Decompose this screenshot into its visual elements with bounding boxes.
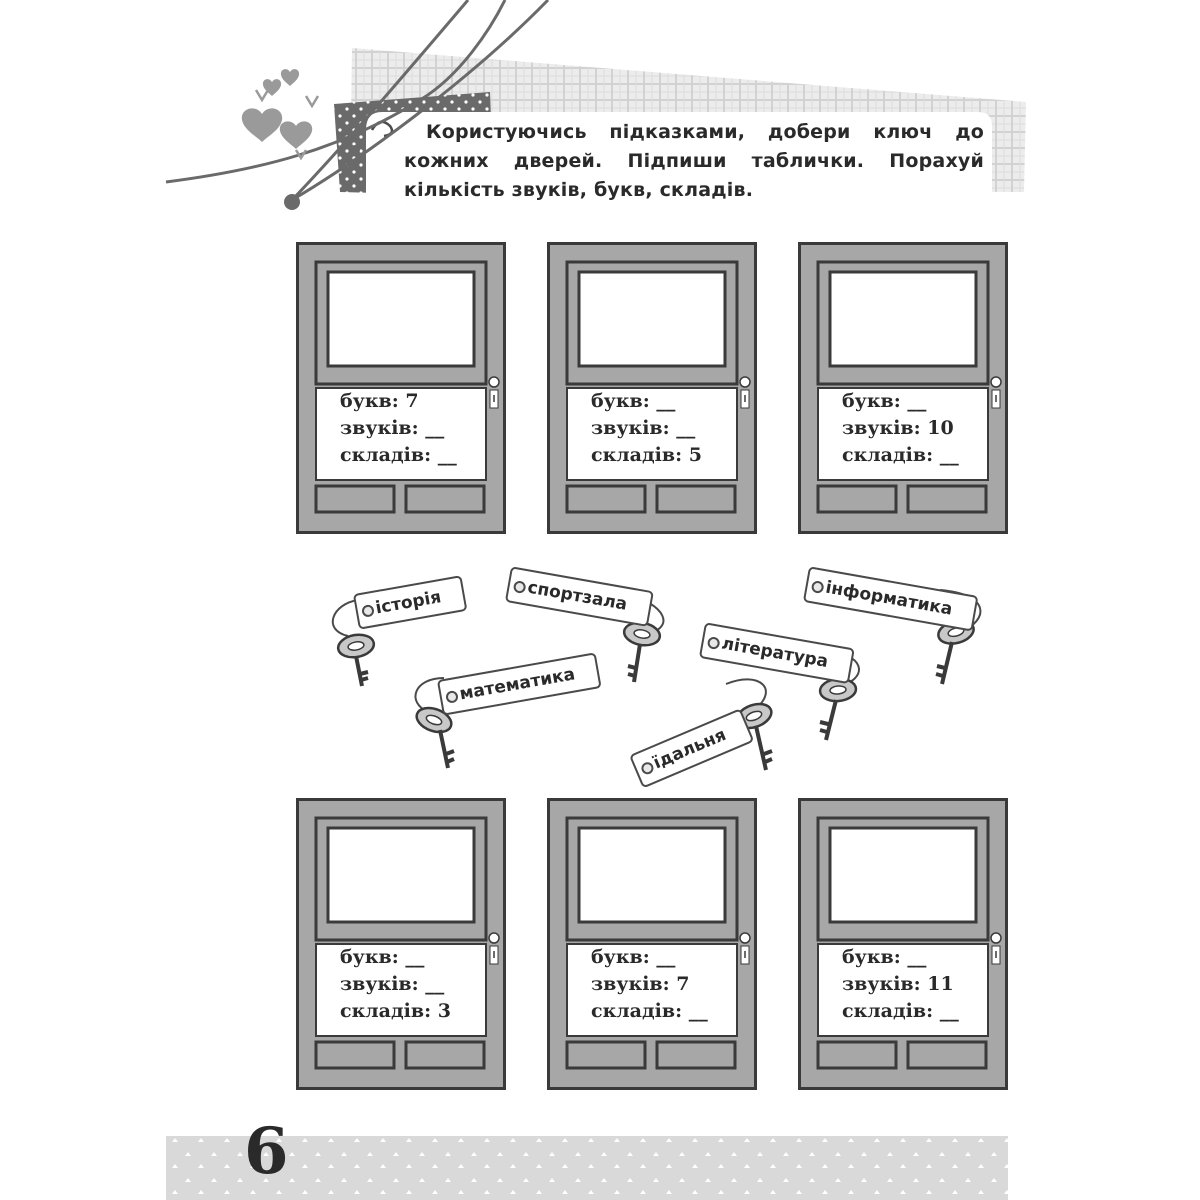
letters-count: букв: __ [591,390,676,412]
sounds-count: звуків: 7 [591,973,690,995]
string-decoration [165,0,507,184]
sounds-count: звуків: 10 [842,417,954,439]
door-5: букв: __ звуків: 7 складів: __ [547,798,757,1090]
letters-count: букв: __ [340,946,425,968]
door-plaque: букв: __ звуків: 10 складів: __ [842,388,982,469]
door-plaque: букв: __ звуків: __ складів: 5 [591,388,731,469]
sounds-count: звуків: __ [340,973,445,995]
key-icon [725,678,773,771]
key-icon [331,599,376,687]
bottom-band [166,1136,1008,1200]
door-1: букв: 7 звуків: __ складів: __ [296,242,506,534]
sounds-count: звуків: __ [591,417,696,439]
key-icon [818,649,860,741]
door-2: букв: __ звуків: __ складів: 5 [547,242,757,534]
door-3: букв: __ звуків: 10 складів: __ [798,242,1008,534]
syllables-count: складів: 5 [591,444,702,466]
door-graphic [547,798,757,1090]
key-icon [622,593,665,683]
door-graphic [547,242,757,534]
syllables-count: складів: 3 [340,1000,451,1022]
syllables-count: складів: __ [340,444,457,466]
door-plaque: букв: __ звуків: 11 складів: __ [842,944,982,1025]
letters-count: букв: 7 [340,390,419,412]
door-plaque: букв: __ звуків: 7 складів: __ [591,944,731,1025]
key-icon [414,677,455,769]
syllables-count: складів: __ [842,444,959,466]
instruction-text: Користуючись підказками, добери ключ до … [404,121,984,201]
page-number: 6 [244,1114,289,1189]
letters-count: букв: __ [842,946,927,968]
syllables-count: складів: __ [842,1000,959,1022]
sounds-count: звуків: 11 [842,973,954,995]
syllables-count: складів: __ [591,1000,708,1022]
door-plaque: букв: __ звуків: __ складів: 3 [340,944,480,1025]
sounds-count: звуків: __ [340,417,445,439]
door-graphic [296,798,506,1090]
hearts-decoration [241,69,313,149]
door-6: букв: __ звуків: 11 складів: __ [798,798,1008,1090]
door-graphic [798,798,1008,1090]
door-plaque: букв: 7 звуків: __ складів: __ [340,388,480,469]
door-graphic [798,242,1008,534]
letters-count: букв: __ [842,390,927,412]
letters-count: букв: __ [591,946,676,968]
door-4: букв: __ звуків: __ складів: 3 [296,798,506,1090]
instruction-card [366,112,992,244]
door-graphic [296,242,506,534]
